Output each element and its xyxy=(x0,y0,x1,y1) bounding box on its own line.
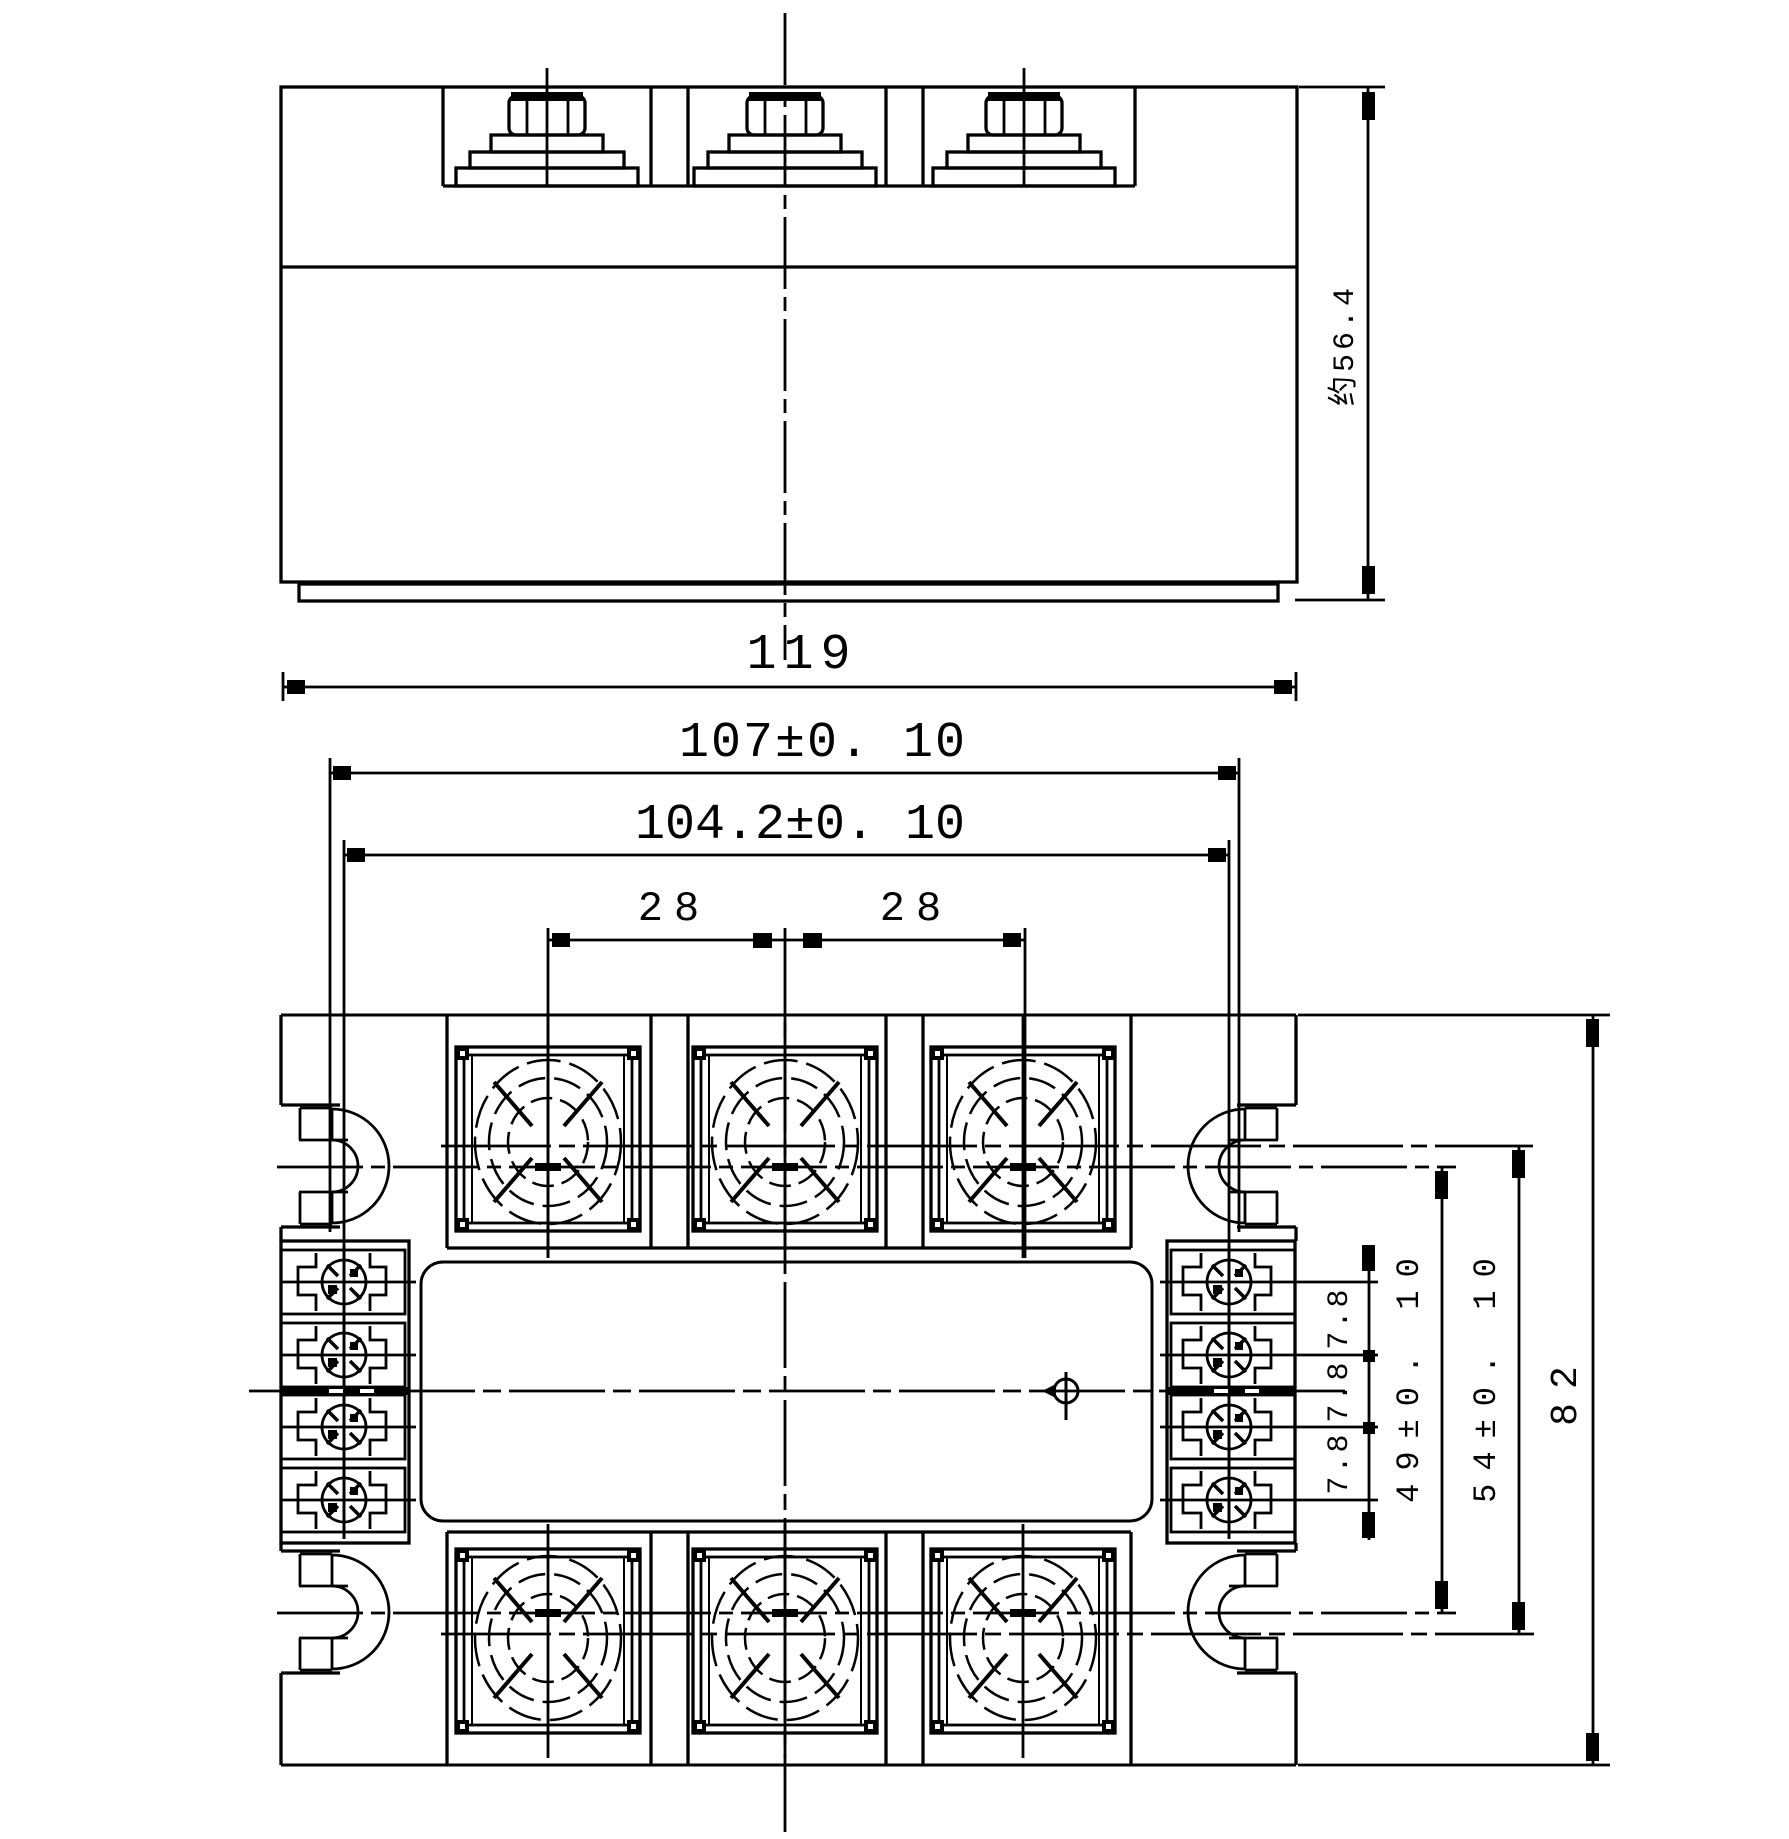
svg-text:54±0. 10: 54±0. 10 xyxy=(1468,1245,1505,1503)
svg-text:28: 28 xyxy=(638,885,710,933)
svg-text:28: 28 xyxy=(880,885,952,933)
svg-text:7.8: 7.8 xyxy=(1323,1286,1357,1349)
svg-text:7.8: 7.8 xyxy=(1323,1359,1357,1422)
svg-text:约56.4: 约56.4 xyxy=(1327,284,1363,406)
svg-text:107±0. 10: 107±0. 10 xyxy=(679,715,967,772)
svg-text:82: 82 xyxy=(1545,1352,1588,1426)
svg-text:7.8: 7.8 xyxy=(1323,1431,1357,1494)
svg-text:104.2±0. 10: 104.2±0. 10 xyxy=(635,797,965,854)
svg-text:119: 119 xyxy=(746,627,857,684)
svg-text:49±0. 10: 49±0. 10 xyxy=(1391,1245,1428,1503)
